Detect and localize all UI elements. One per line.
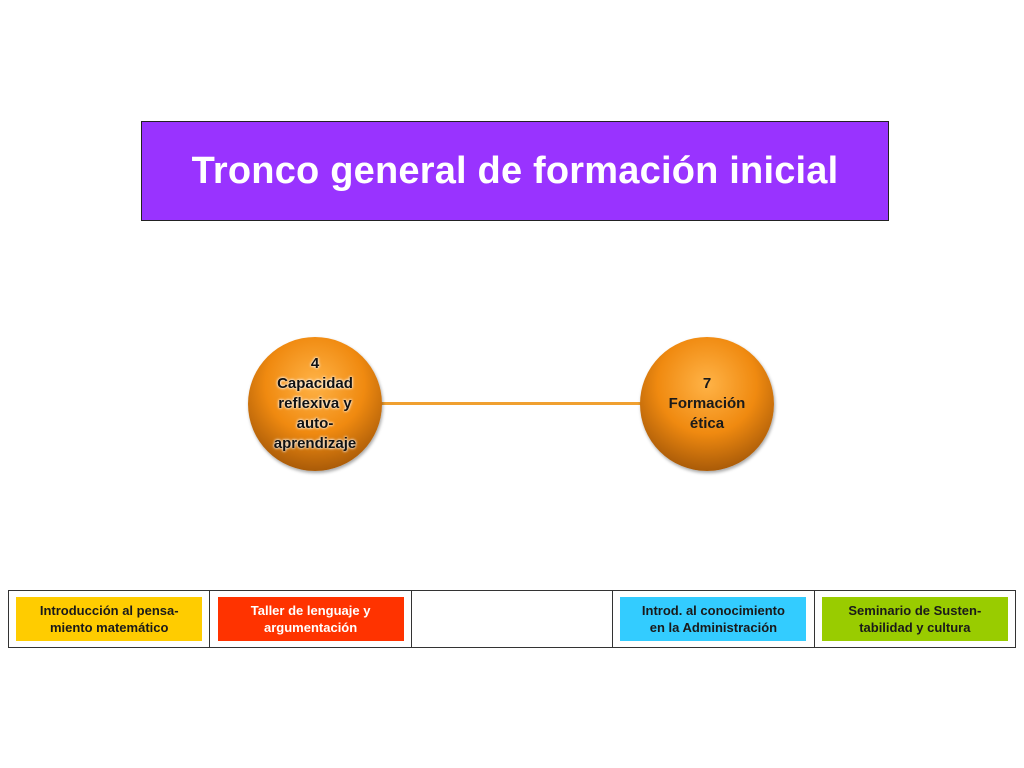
course-cell: Seminario de Susten- tabilidad y cultura: [815, 591, 1015, 647]
course-box-pensamiento-matematico: Introducción al pensa- miento matemático: [16, 597, 203, 641]
node-label: 4 Capacidad reflexiva y auto- aprendizaj…: [273, 355, 357, 452]
courses-row: Introducción al pensa- miento matemático…: [8, 590, 1016, 648]
course-cell: Taller de lenguaje y argumentación: [210, 591, 412, 647]
course-label: Introd. al conocimiento en la Administra…: [641, 603, 785, 635]
course-cell-empty: [412, 591, 614, 647]
title-box: Tronco general de formación inicial: [141, 121, 889, 221]
course-box-sustentabilidad: Seminario de Susten- tabilidad y cultura: [821, 597, 1008, 641]
course-label: Seminario de Susten- tabilidad y cultura: [848, 603, 982, 635]
node-formacion-etica: 7 Formación ética: [640, 337, 774, 471]
course-cell: Introd. al conocimiento en la Administra…: [613, 591, 815, 647]
course-label: Introducción al pensa- miento matemático: [39, 603, 179, 635]
course-box-taller-lenguaje: Taller de lenguaje y argumentación: [217, 597, 404, 641]
course-box-administracion: Introd. al conocimiento en la Administra…: [620, 597, 807, 641]
course-label: Taller de lenguaje y argumentación: [250, 603, 371, 635]
node-capacidad-reflexiva: 4 Capacidad reflexiva y auto- aprendizaj…: [248, 337, 382, 471]
node-label: 7 Formación ética: [668, 375, 746, 432]
diagram-title: Tronco general de formación inicial: [191, 149, 839, 192]
connector-line: [360, 402, 660, 405]
course-cell: Introducción al pensa- miento matemático: [9, 591, 211, 647]
